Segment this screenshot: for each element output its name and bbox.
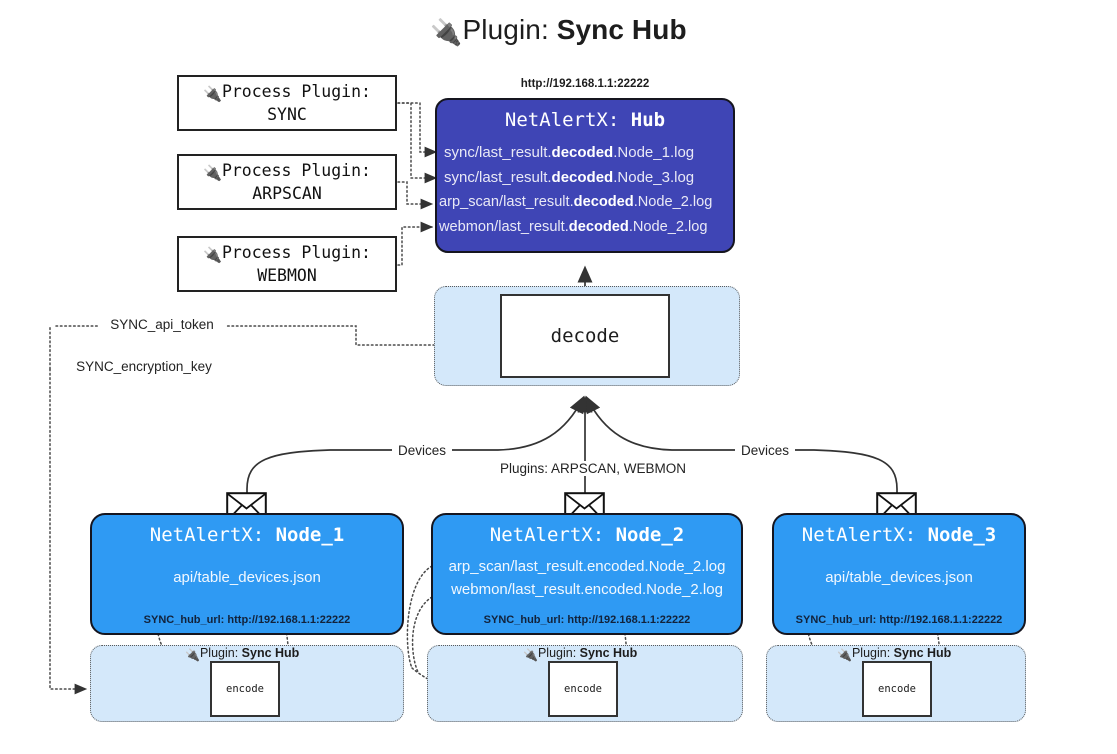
hub-log-line: sync/last_result.decoded.Node_3.log	[444, 169, 695, 187]
hub-log-line: sync/last_result.decoded.Node_1.log	[444, 144, 695, 161]
hub-url-label: http://192.168.1.1:22222	[520, 78, 650, 90]
plug-icon: 🔌	[203, 245, 222, 264]
process-plugin-arpscan[interactable]: 🔌Process Plugin: ARPSCAN	[177, 154, 397, 210]
process-plugin-webmon[interactable]: 🔌Process Plugin: WEBMON	[177, 236, 397, 292]
edge-label-devices-right: Devices	[735, 443, 795, 458]
node-resource-line: arp_scan/last_result.encoded.Node_2.log	[448, 558, 726, 575]
node-card-node-2[interactable]: NetAlertX: Node_2 arp_scan/last_result.e…	[431, 513, 743, 635]
plug-icon: 🔌	[430, 18, 463, 48]
edge-label-plugins: Plugins: ARPSCAN, WEBMON	[500, 461, 687, 476]
encode-box-node-1[interactable]: encode	[210, 661, 280, 717]
node-footer-url: SYNC_hub_url: http://192.168.1.1:22222	[795, 614, 1003, 626]
process-plugin-name: WEBMON	[257, 265, 317, 285]
process-plugin-label: Process Plugin:	[221, 81, 371, 101]
plug-icon: 🔌	[837, 648, 852, 662]
edge-label-sync-api-token: SYNC_api_token	[98, 317, 226, 332]
node-footer-url: SYNC_hub_url: http://192.168.1.1:22222	[483, 614, 691, 626]
plug-icon: 🔌	[523, 648, 538, 662]
hub-log-line: arp_scan/last_result.decoded.Node_2.log	[439, 194, 713, 211]
encode-plugin-label-node-3: 🔌Plugin: Sync Hub	[837, 646, 952, 662]
node-resource-line: webmon/last_result.encoded.Node_2.log	[451, 581, 723, 599]
node-card-node-1[interactable]: NetAlertX: Node_1 api/table_devices.json…	[90, 513, 404, 635]
process-plugin-name: SYNC	[267, 104, 307, 124]
node-title-name: Node_2	[615, 524, 685, 546]
process-plugin-sync[interactable]: 🔌Process Plugin: SYNC	[177, 75, 397, 131]
page-title-prefix: Plugin:	[462, 14, 557, 45]
process-plugin-label: Process Plugin:	[221, 242, 371, 262]
process-plugin-label: Process Plugin:	[221, 160, 371, 180]
plug-icon: 🔌	[203, 84, 222, 103]
hub-log-line: webmon/last_result.decoded.Node_2.log	[439, 218, 708, 235]
node-title-name: Node_1	[275, 524, 345, 546]
node-resource-line: api/table_devices.json	[173, 569, 321, 586]
process-plugin-name: ARPSCAN	[252, 183, 322, 203]
hub-title-name: Hub	[630, 109, 666, 131]
encode-plugin-label-node-2: 🔌Plugin: Sync Hub	[523, 646, 638, 662]
node-footer-url: SYNC_hub_url: http://192.168.1.1:22222	[143, 614, 351, 626]
plug-icon: 🔌	[203, 163, 222, 182]
encode-box-node-2[interactable]: encode	[548, 661, 618, 717]
edge-label-devices-left: Devices	[392, 443, 452, 458]
page-title: 🔌Plugin: Sync Hub	[0, 14, 1117, 48]
node-title: NetAlertX: Node_2	[489, 524, 685, 546]
encode-plugin-label-node-1: 🔌Plugin: Sync Hub	[185, 646, 300, 662]
hub-node[interactable]: NetAlertX: Hub sync/last_result.decoded.…	[435, 98, 735, 253]
node-card-node-3[interactable]: NetAlertX: Node_3 api/table_devices.json…	[772, 513, 1026, 635]
decode-box[interactable]: decode	[500, 294, 670, 378]
node-title: NetAlertX: Node_3	[801, 524, 997, 546]
page-title-name: Sync Hub	[556, 14, 687, 45]
plug-icon: 🔌	[185, 648, 200, 662]
node-title-name: Node_3	[927, 524, 997, 546]
node-resource-line: api/table_devices.json	[825, 569, 973, 586]
hub-title-prefix: NetAlertX:	[504, 109, 631, 131]
edge-label-sync-encryption-key: SYNC_encryption_key	[60, 359, 228, 374]
hub-title: NetAlertX: Hub	[437, 109, 733, 131]
encode-box-node-3[interactable]: encode	[862, 661, 932, 717]
node-title: NetAlertX: Node_1	[149, 524, 345, 546]
